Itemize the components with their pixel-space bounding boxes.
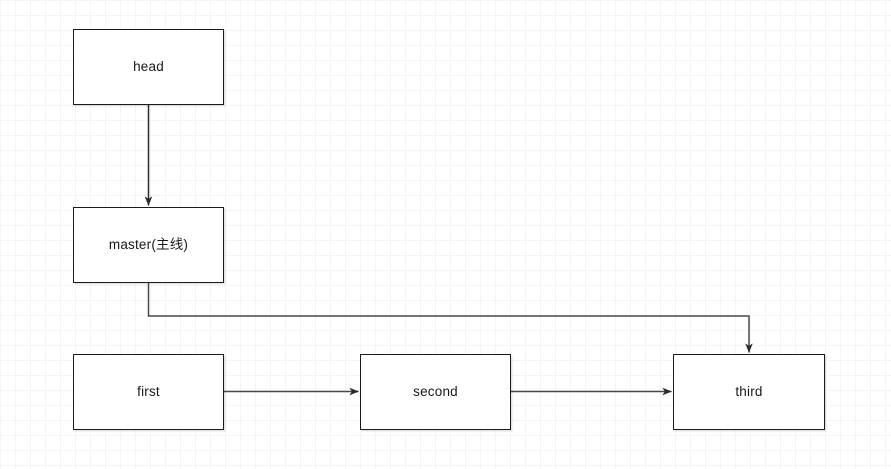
node-master[interactable]: master(主线) [73,207,224,283]
node-second[interactable]: second [360,354,511,430]
node-first-label: first [137,384,160,400]
node-first[interactable]: first [73,354,224,430]
node-third[interactable]: third [673,354,825,430]
node-second-label: second [413,384,458,400]
node-master-label: master(主线) [108,237,189,253]
edge-master-to-third [147,283,753,353]
node-head-label: head [133,59,164,75]
node-head[interactable]: head [73,29,224,105]
node-third-label: third [735,384,763,400]
